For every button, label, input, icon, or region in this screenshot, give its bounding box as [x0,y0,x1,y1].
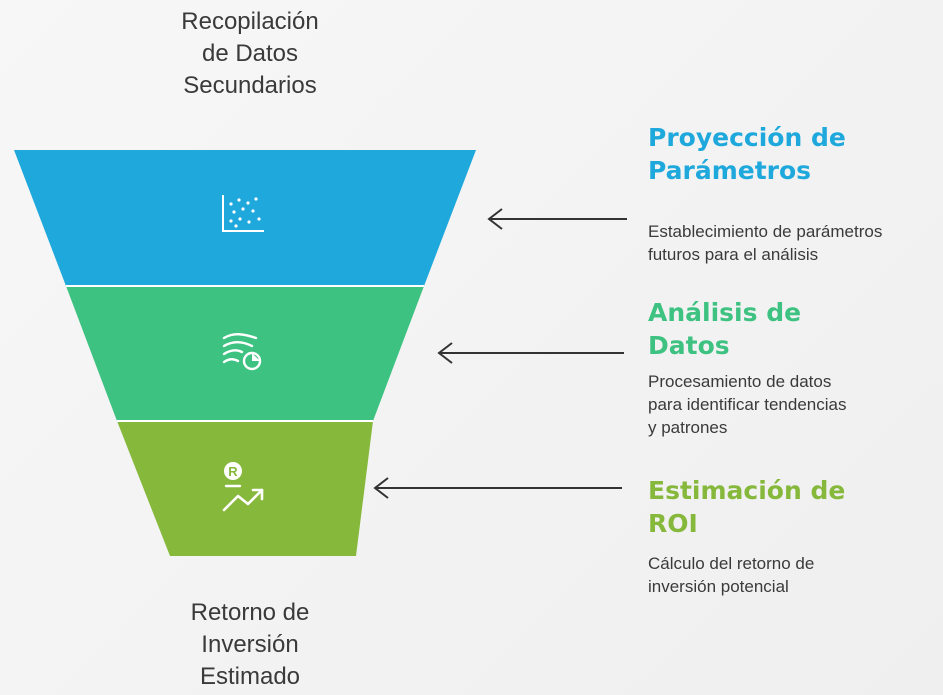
roi-growth-icon: R [222,462,264,512]
stage-2-description-line: Procesamiento de datos [648,372,832,391]
funnel-output-label-line: Inversión [201,631,299,659]
funnel-output-label: Retorno de Inversión Estimado [120,597,380,693]
stage-1-title-line: Proyección de [648,123,846,152]
stage-2-description-line: para identificar tendencias [648,395,847,415]
stage-2-description: Procesamiento de datos para identificar … [648,370,846,439]
stage-2-title: Análisis de Datos [648,297,801,362]
stage-1-title-line: Parámetros [648,155,812,185]
stage-3-description-line: inversión potencial [648,577,789,597]
funnel-stage-3 [117,421,373,556]
stage-1-description: Establecimiento de parámetros futuros pa… [648,220,882,266]
funnel-input-label-line: de Datos [201,40,299,68]
stage-3-description: Cálculo del retorno de inversión potenci… [648,552,814,598]
funnel-output-label-line: Estimado [199,663,301,691]
stage-3-title-line: ROI [648,508,698,538]
stage-2-description-line: y patrones [648,418,728,438]
arrow-stage-2 [437,342,624,364]
stage-1-description-line: Establecimiento de parámetros [648,222,883,241]
stage-1-title: Proyección de Parámetros [648,122,846,187]
arrow-stage-1 [487,208,627,230]
funnel-stage-1 [14,150,476,286]
funnel-input-label: Recopilación de Datos Secundarios [120,6,380,102]
stage-3-title-line: Estimación de [648,476,846,505]
stage-2-title-line: Análisis de [648,298,802,327]
stage-3-description-line: Cálculo del retorno de [648,554,815,573]
funnel-stage-2 [66,286,424,421]
stage-3-title: Estimación de ROI [648,475,845,540]
stage-2-title-line: Datos [648,330,730,360]
scatter-plot-icon [222,195,264,232]
stage-1-description-line: futuros para el análisis [648,245,819,265]
funnel-output-label-line: Retorno de [190,599,310,626]
data-flow-pie-icon [222,333,262,371]
svg-text:R: R [228,464,238,479]
funnel-input-label-line: Recopilación [181,8,319,35]
funnel-input-label-line: Secundarios [183,72,317,100]
arrow-stage-3 [373,477,622,499]
